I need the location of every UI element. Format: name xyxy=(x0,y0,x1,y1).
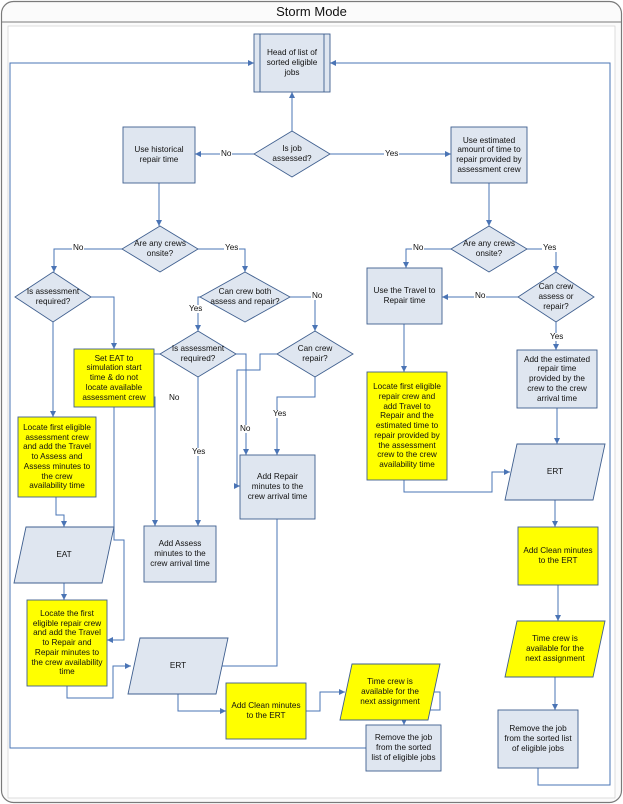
connector-arrow xyxy=(177,694,226,714)
connector-arrow xyxy=(403,248,451,268)
edge-label-no-assessed: No xyxy=(220,149,233,159)
decision-diamond xyxy=(276,330,354,378)
process-box xyxy=(366,267,443,325)
data-parallelogram xyxy=(13,526,115,584)
edge-label-yes-onsite-r: Yes xyxy=(542,243,558,253)
process-box xyxy=(366,371,448,481)
connector-arrow xyxy=(213,519,278,669)
decision-diamond xyxy=(14,271,92,323)
edge-label-yes-assess-req-2: Yes xyxy=(191,447,207,457)
process-box xyxy=(516,349,598,409)
process-box xyxy=(143,525,217,583)
process-box xyxy=(122,126,196,184)
edge-label-no-onsite-r: No xyxy=(412,243,425,253)
decision-diamond xyxy=(253,130,331,178)
process-box xyxy=(26,599,108,687)
connector-arrow xyxy=(51,248,122,272)
connector-arrow xyxy=(306,689,345,712)
edge-label-yes-onsite-l: Yes xyxy=(224,243,240,253)
edge-label-no-both: No xyxy=(311,291,324,301)
edge-label-no-can-repair: No xyxy=(239,424,252,434)
edge-label-yes-both: Yes xyxy=(188,304,204,314)
process-box xyxy=(365,724,442,772)
data-parallelogram xyxy=(127,637,229,695)
data-parallelogram xyxy=(504,620,606,678)
decision-diamond xyxy=(121,225,199,273)
process-box xyxy=(239,454,316,520)
decision-diamond xyxy=(450,225,528,273)
connector-arrow xyxy=(403,469,510,493)
edge-label-no-assess-req-2: No xyxy=(168,393,181,403)
process-box xyxy=(73,348,155,408)
connector-arrow xyxy=(198,248,248,272)
connector-arrow xyxy=(66,663,131,699)
edge-label-yes-can-repair: Yes xyxy=(272,409,288,419)
decision-diamond xyxy=(517,271,595,323)
decision-diamond xyxy=(199,271,291,323)
process-box xyxy=(450,126,528,184)
process-box xyxy=(517,526,599,586)
connector-arrow xyxy=(55,497,67,527)
process-box xyxy=(253,33,331,93)
connector-arrow xyxy=(107,407,125,643)
process-box xyxy=(497,709,579,769)
connector-arrow xyxy=(274,377,316,455)
edge-label-no-onsite-l: No xyxy=(72,243,85,253)
decision-diamond xyxy=(159,330,237,378)
data-parallelogram xyxy=(339,663,441,721)
process-box xyxy=(225,682,307,740)
connector-arrow xyxy=(91,296,117,349)
edge-label-no-assess-or-repair: No xyxy=(474,291,487,301)
edge-label-yes-assessed: Yes xyxy=(384,149,400,159)
edge-label-yes-assess-or-repair: Yes xyxy=(549,332,565,342)
process-box xyxy=(17,416,97,498)
data-parallelogram xyxy=(504,443,606,501)
connector-arrow xyxy=(9,60,366,749)
connector-arrow xyxy=(236,353,249,455)
connector-arrow xyxy=(330,60,611,786)
connector-arrow xyxy=(234,353,277,489)
diagram-title: Storm Mode xyxy=(276,4,347,19)
